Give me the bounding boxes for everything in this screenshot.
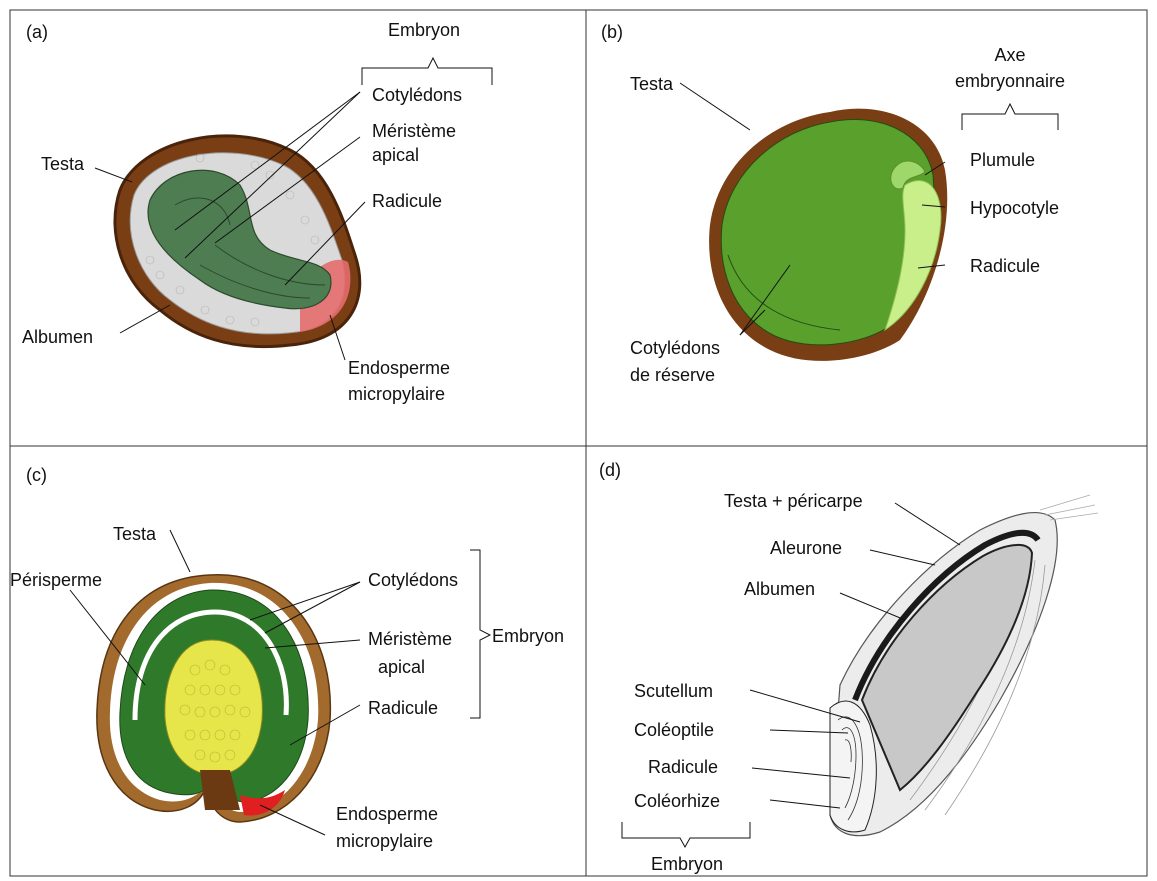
panel-d-embryon-label: Embryon [651, 853, 723, 875]
panel-d-coleoptile-label: Coléoptile [634, 719, 714, 741]
panel-d-letter: (d) [599, 460, 621, 481]
panel-d-coleorhize-label: Coléorhize [634, 790, 720, 812]
panel-d-aleurone-label: Aleurone [770, 537, 842, 559]
panel-d-scutellum-label: Scutellum [634, 680, 713, 702]
panel-d-albumen-label: Albumen [744, 578, 815, 600]
panel-d-radicule-label: Radicule [648, 756, 718, 778]
panel-d-testa-pericarpe-label: Testa + péricarpe [724, 490, 863, 512]
